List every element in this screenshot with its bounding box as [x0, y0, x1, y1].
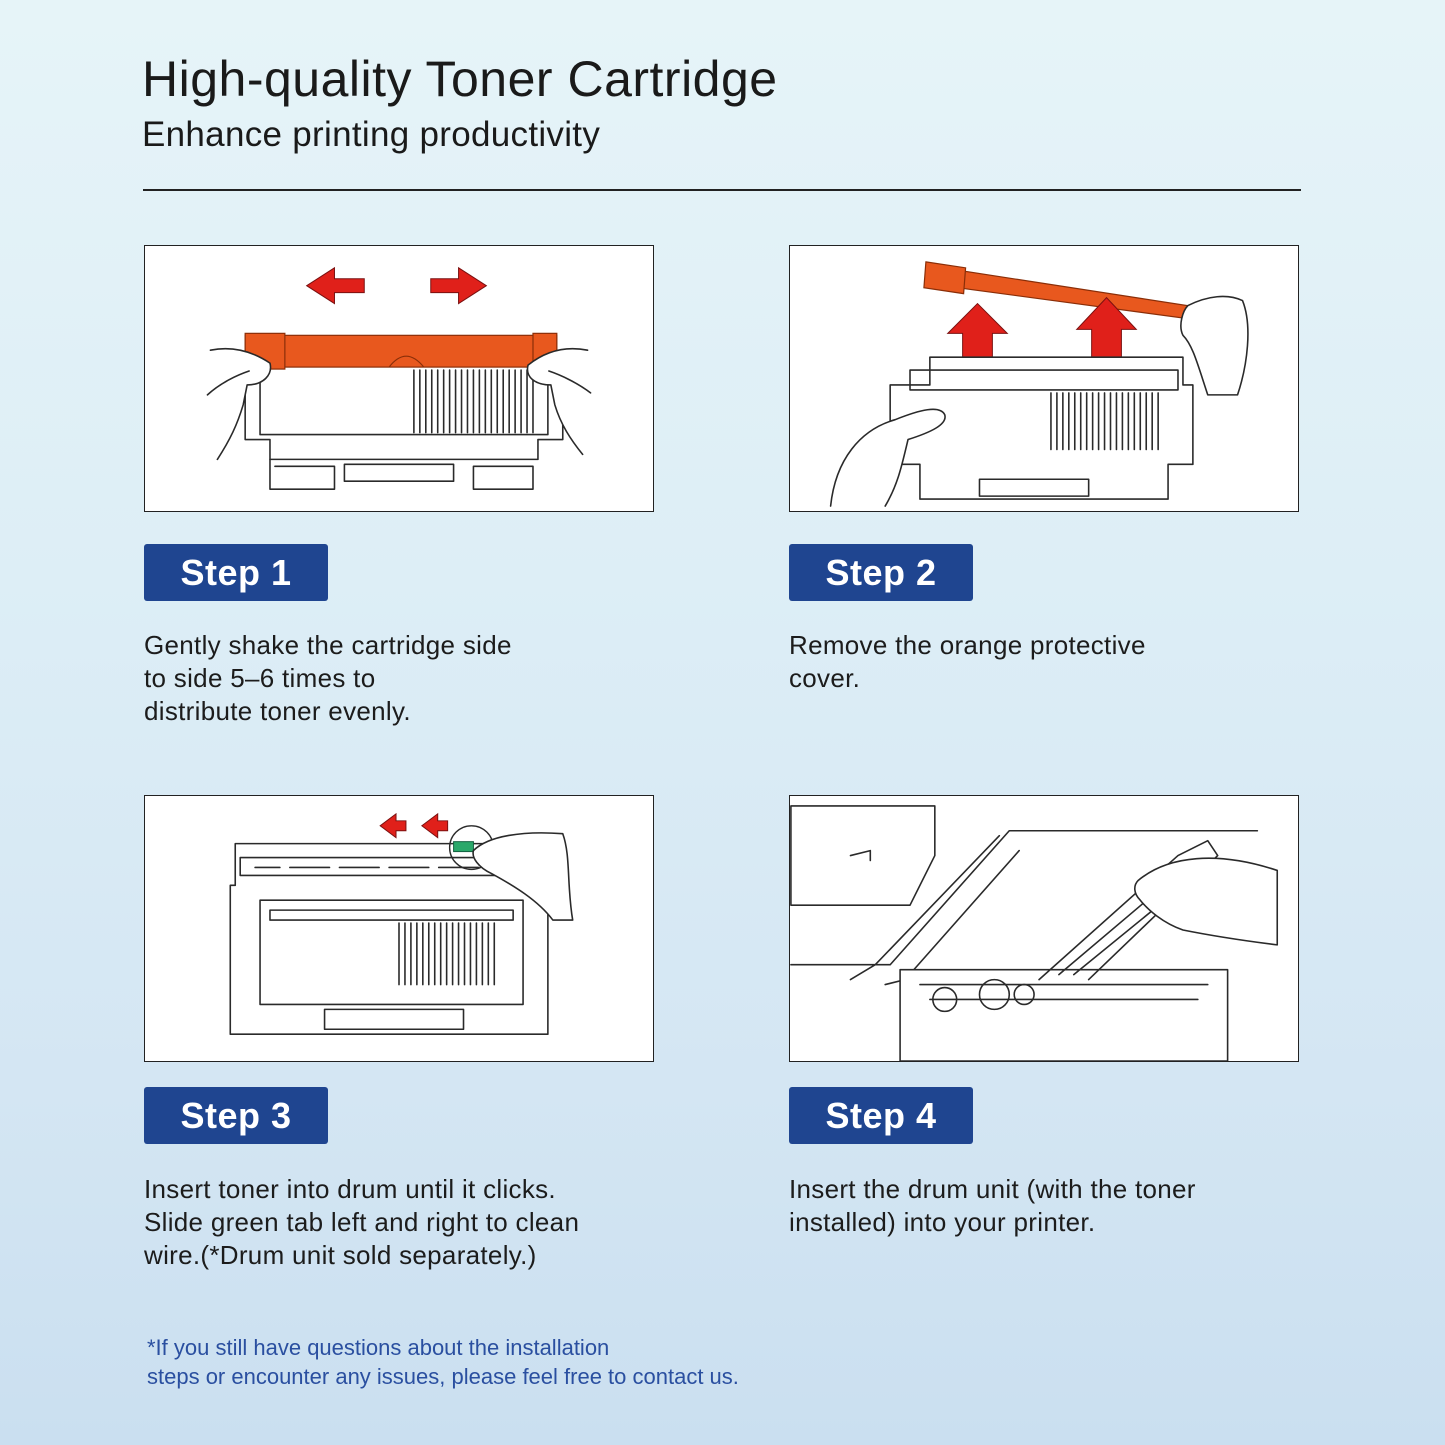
step-1-description-line: Gently shake the cartridge side [144, 630, 512, 660]
right-hand [1134, 857, 1279, 946]
step-2-description-line: cover. [789, 663, 861, 693]
left-hand [206, 347, 272, 461]
step-3-description: Insert toner into drum until it clicks. … [144, 1173, 644, 1272]
arrow-left-icon [421, 812, 449, 839]
step-4-description: Insert the drum unit (with the toner ins… [789, 1173, 1289, 1239]
step-1-description: Gently shake the cartridge side to side … [144, 629, 644, 728]
step-4-description-line: installed) into your printer. [789, 1207, 1096, 1237]
header-divider [143, 189, 1301, 191]
toner-roller-lines [1050, 392, 1159, 451]
step-3-description-line: wire.(*Drum unit sold separately.) [144, 1240, 537, 1270]
step-4-badge: Step 4 [789, 1087, 973, 1144]
right-hand [1180, 295, 1249, 396]
footer-note: *If you still have questions about the i… [147, 1333, 739, 1391]
arrow-right-icon [430, 266, 488, 305]
footer-note-line: *If you still have questions about the i… [147, 1335, 610, 1360]
step-2-description-line: Remove the orange protective [789, 630, 1146, 660]
step-1-illustration [144, 245, 654, 512]
green-tab [453, 841, 474, 853]
step-1-badge: Step 1 [144, 544, 328, 601]
step-1-description-line: distribute toner evenly. [144, 696, 411, 726]
orange-protective-cover [244, 332, 558, 370]
arrow-left-icon [379, 812, 407, 839]
toner-roller-lines [413, 369, 534, 434]
right-hand [526, 347, 592, 456]
page-subtitle: Enhance printing productivity [142, 115, 601, 154]
step-2-illustration [789, 245, 1299, 512]
step-4-description-line: Insert the drum unit (with the toner [789, 1174, 1196, 1204]
step-3-badge: Step 3 [144, 1087, 328, 1144]
step-2-badge: Step 2 [789, 544, 973, 601]
page-title: High-quality Toner Cartridge [142, 51, 778, 107]
arrow-up-icon [946, 302, 1009, 358]
step-2-description: Remove the orange protective cover. [789, 629, 1289, 695]
step-4-illustration [789, 795, 1299, 1062]
left-hand [829, 408, 946, 507]
step-1-description-line: to side 5–6 times to [144, 663, 376, 693]
right-hand [472, 832, 574, 921]
toner-roller-lines [398, 922, 496, 986]
step-3-illustration [144, 795, 654, 1062]
step-3-description-line: Insert toner into drum until it clicks. [144, 1174, 556, 1204]
step-3-description-line: Slide green tab left and right to clean [144, 1207, 580, 1237]
footer-note-line: steps or encounter any issues, please fe… [147, 1364, 739, 1389]
arrow-left-icon [305, 266, 365, 305]
